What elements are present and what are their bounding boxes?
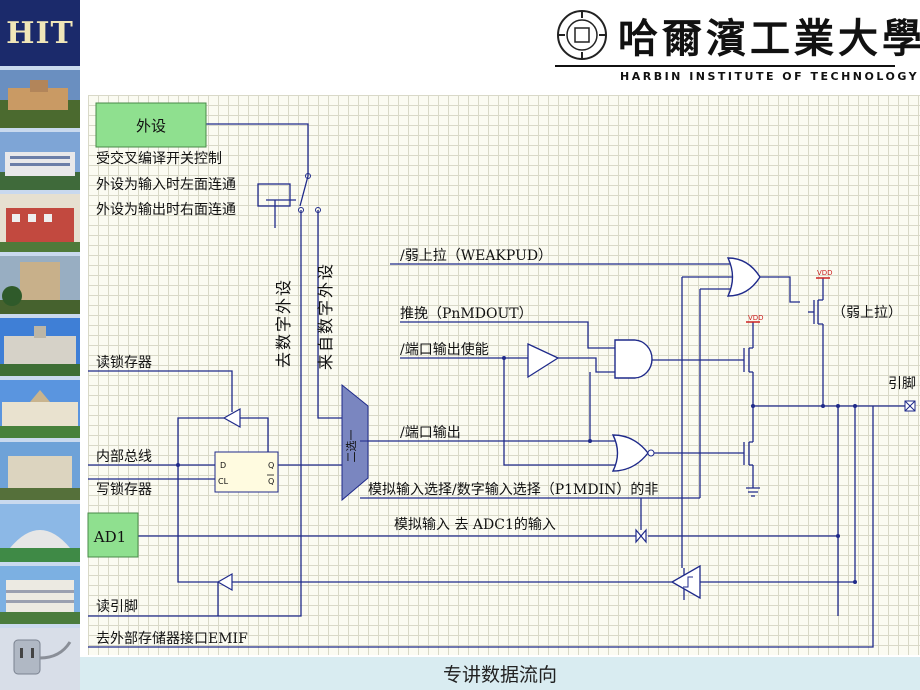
latch-d-pin: D <box>220 461 226 470</box>
push-pull-label: 推挽（PnMDOUT） <box>400 306 533 322</box>
mux-2to1 <box>341 383 369 502</box>
read-latch-label: 读锁存器 <box>96 354 152 371</box>
weak-pullup-fet-label: （弱上拉） <box>832 305 902 321</box>
hit-emblem-icon <box>557 10 607 60</box>
mux-label: 二选一 <box>345 430 358 463</box>
ad1-label: AD1 <box>93 528 126 546</box>
school-name-english: HARBIN INSTITUTE OF TECHNOLOGY <box>620 70 920 83</box>
internal-bus-label: 内部总线 <box>96 449 152 465</box>
latch-block <box>214 451 279 493</box>
analog-switch-icon <box>635 528 647 544</box>
campus-photo-4 <box>0 256 80 314</box>
to-digital-peripheral-label: 去数字外设 <box>274 278 293 368</box>
campus-photo-8 <box>0 504 80 562</box>
read-pin-buffer <box>216 572 233 592</box>
school-name-chinese: 哈爾濱工業大學 <box>618 15 920 62</box>
campus-photo-5 <box>0 318 80 376</box>
campus-photo-2 <box>0 132 80 190</box>
weak-pullup-label: /弱上拉（WEAKPUD） <box>400 248 552 264</box>
ad1-box <box>87 512 139 558</box>
output-enable-label: /端口输出使能 <box>400 341 489 358</box>
from-digital-peripheral-label: 来自数字外设 <box>316 262 335 370</box>
port-output-label: /端口输出 <box>400 425 461 441</box>
nor-gate <box>611 434 649 472</box>
campus-photo-3 <box>0 194 80 252</box>
pin-terminal-cross-icon <box>904 400 916 412</box>
campus-photo-9 <box>0 566 80 624</box>
wires <box>88 123 905 648</box>
campus-photo-7 <box>0 442 80 500</box>
footer-caption: 专讲数据流向 <box>442 664 557 686</box>
crossbar-note-2: 外设为输入时左面连通 <box>96 177 236 193</box>
nor-gate-bubble <box>647 449 655 457</box>
latch-q-pin: Q <box>268 461 274 470</box>
footer-bar: 专讲数据流向 <box>80 657 920 690</box>
crossbar-note-3: 外设为输出时右面连通 <box>96 202 236 218</box>
emif-label: 去外部存储器接口EMIF <box>96 630 248 647</box>
pin-label: 引脚 <box>888 376 916 392</box>
write-latch-label: 写锁存器 <box>96 482 152 498</box>
enable-inverter <box>527 342 560 379</box>
crossbar-note-1: 受交叉编译开关控制 <box>96 150 222 167</box>
or-gate <box>726 257 761 297</box>
latch-qbar-pin: Q <box>268 477 274 486</box>
latch-cl-pin: CL <box>218 477 229 486</box>
power-plug-icon <box>0 628 80 690</box>
analog-input-label: 模拟输入 去 ADC1的输入 <box>394 517 556 533</box>
read-pin-label: 读引脚 <box>96 598 138 615</box>
vdd-label-1: VDD <box>748 314 764 322</box>
campus-photo-1 <box>0 70 80 128</box>
crossbar-relay-coil <box>257 183 291 207</box>
peripheral-label: 外设 <box>136 117 166 135</box>
schmitt-symbol-icon <box>683 576 693 588</box>
hit-logo: HIT <box>0 0 80 66</box>
vdd-label-2: VDD <box>817 269 833 277</box>
sidebar: HIT <box>0 0 80 690</box>
schmitt-buffer <box>670 564 701 600</box>
analog-select-label: 模拟输入选择/数字输入选择（P1MDIN）的非 <box>368 482 658 498</box>
campus-photo-6 <box>0 380 80 438</box>
header-rule <box>555 65 895 67</box>
peripheral-box <box>95 102 207 148</box>
and-gate <box>614 339 653 379</box>
read-latch-buffer <box>222 407 241 429</box>
